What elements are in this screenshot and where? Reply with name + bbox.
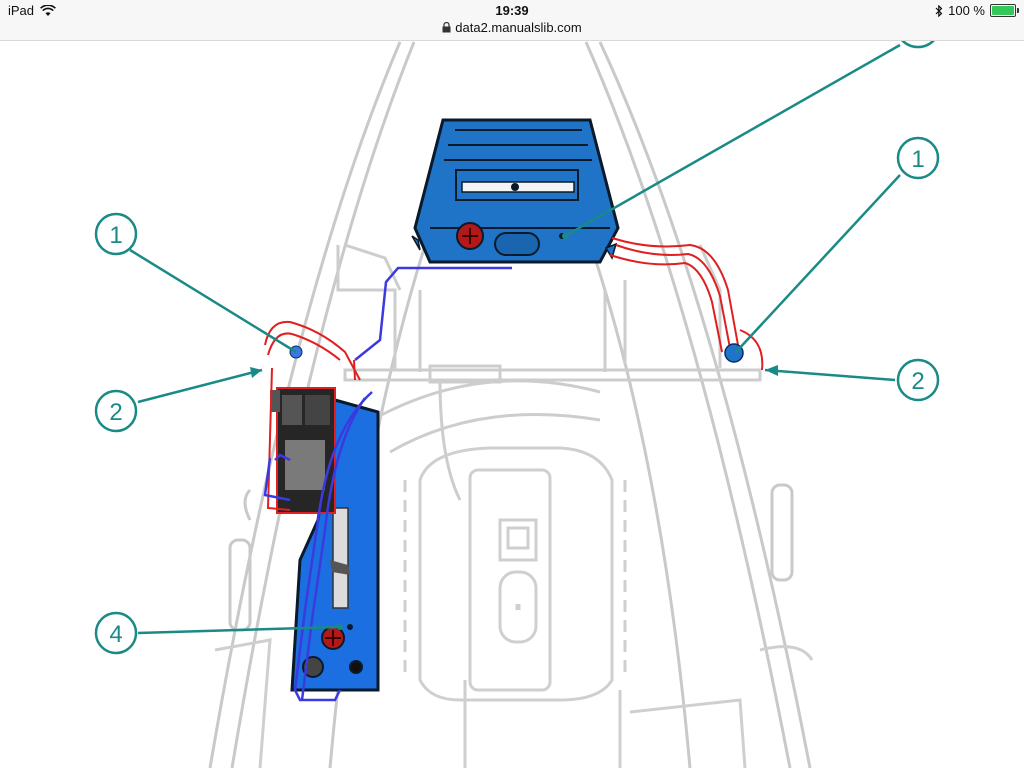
battery-percent: 100 %	[948, 3, 985, 18]
bulkhead	[336, 243, 762, 501]
clock: 19:39	[495, 3, 529, 18]
svg-text:2: 2	[911, 368, 924, 395]
leader-lines	[129, 43, 901, 635]
device-label: iPad	[8, 3, 35, 18]
wiring-diagram: 1 1 2 2 4	[94, 1, 942, 769]
svg-text:4: 4	[109, 621, 122, 648]
lock-icon	[442, 22, 451, 33]
svg-text:2: 2	[109, 399, 122, 426]
wifi-icon	[40, 4, 56, 16]
url-text[interactable]: data2.manualslib.com	[455, 20, 582, 35]
callout-2-left: 2	[94, 389, 138, 433]
callout-2-right: 2	[896, 358, 940, 402]
companionway	[214, 446, 814, 769]
callout-1-right: 1	[896, 136, 940, 180]
battery-fill	[992, 6, 1014, 15]
status-right: 100 %	[935, 3, 1019, 18]
callout-4: 4	[94, 611, 138, 655]
svg-text:1: 1	[109, 222, 122, 249]
status-left: iPad	[8, 3, 56, 18]
bow-unit	[411, 118, 620, 264]
red-cables	[264, 237, 764, 511]
address-bar[interactable]: data2.manualslib.com	[0, 20, 1024, 35]
battery-icon	[990, 4, 1019, 17]
leader-arrows	[250, 233, 778, 630]
ios-status-bar: iPad 19:39 data2.manualslib.com 100 %	[0, 0, 1024, 41]
callout-top-partial	[894, 1, 942, 49]
blue-cables	[263, 266, 512, 702]
svg-text:1: 1	[911, 146, 924, 173]
callout-1-left: 1	[94, 212, 138, 256]
bluetooth-icon	[935, 4, 943, 17]
